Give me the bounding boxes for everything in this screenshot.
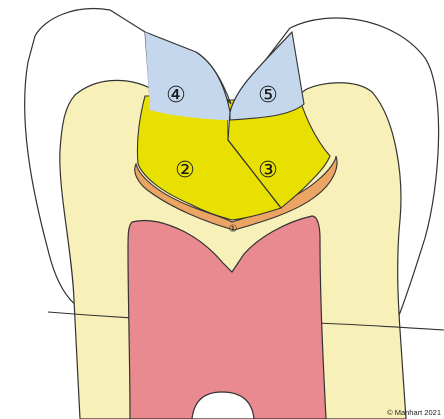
label-layer-1: ① (229, 224, 238, 235)
label-layer-3: ③ (258, 158, 278, 183)
label-layer-4: ④ (166, 83, 186, 108)
credit-text: © Manhart 2021 (387, 408, 441, 417)
label-layer-2: ② (175, 158, 195, 183)
label-layer-5: ⑤ (258, 83, 278, 108)
